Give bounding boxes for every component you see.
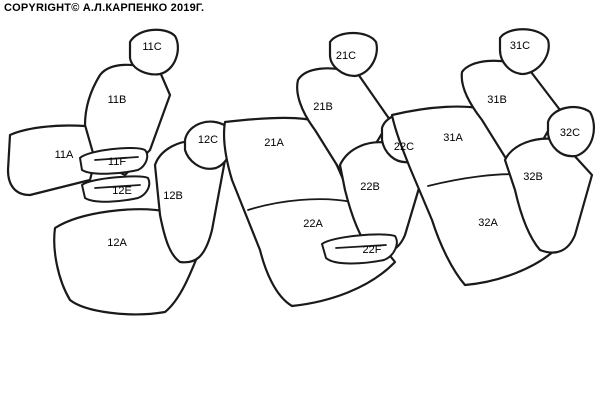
seat-group-2 bbox=[222, 31, 430, 308]
label-21a: 21A bbox=[264, 137, 284, 149]
armrest-11f bbox=[78, 147, 149, 175]
armrest-11f-divider bbox=[94, 156, 139, 161]
label-12b: 12B bbox=[163, 190, 183, 202]
label-12e: 12E bbox=[112, 185, 132, 197]
headrest-21c bbox=[328, 31, 378, 78]
seat-back-32b bbox=[503, 137, 594, 254]
armrest-12e-divider bbox=[94, 184, 141, 189]
copyright-author: А.Л.КАРПЕНКО 2019Г. bbox=[82, 2, 205, 14]
label-22c: 22C bbox=[394, 141, 414, 153]
label-32a: 32A bbox=[478, 217, 498, 229]
label-11c: 11C bbox=[142, 41, 161, 53]
label-22a: 22A bbox=[303, 218, 323, 230]
seat-back-12b bbox=[153, 140, 227, 264]
seat-back-11b bbox=[83, 63, 172, 177]
copyright-notice: COPYRIGHT© А.Л.КАРПЕНКО 2019Г. bbox=[4, 2, 204, 14]
armrest-12e bbox=[80, 175, 151, 203]
armrest-22f-divider bbox=[335, 244, 387, 249]
label-12c: 12C bbox=[198, 134, 218, 146]
headrest-32c bbox=[546, 105, 595, 158]
headrest-31c bbox=[498, 28, 550, 76]
headrest-11c bbox=[128, 28, 179, 76]
label-32c: 32C bbox=[560, 127, 580, 139]
label-31a: 31A bbox=[443, 132, 463, 144]
seat-group-1 bbox=[6, 28, 233, 316]
armrest-22f bbox=[320, 233, 398, 265]
label-12a: 12A bbox=[107, 237, 127, 249]
copyright-label: COPYRIGHT© bbox=[4, 2, 80, 14]
label-11a: 11A bbox=[55, 149, 74, 161]
cushion-12a bbox=[53, 208, 202, 316]
label-11f: 11F bbox=[108, 156, 126, 168]
label-21b: 21B bbox=[313, 101, 333, 113]
label-11b: 11B bbox=[108, 94, 127, 106]
label-22b: 22B bbox=[360, 181, 380, 193]
label-21c: 21C bbox=[336, 50, 356, 62]
label-31b: 31B bbox=[487, 94, 507, 106]
label-31c: 31C bbox=[510, 40, 530, 52]
cushion-21a-22a-seam bbox=[247, 198, 353, 211]
label-32b: 32B bbox=[523, 171, 543, 183]
seat-group-3 bbox=[390, 28, 595, 287]
label-22f: 22F bbox=[363, 244, 382, 256]
